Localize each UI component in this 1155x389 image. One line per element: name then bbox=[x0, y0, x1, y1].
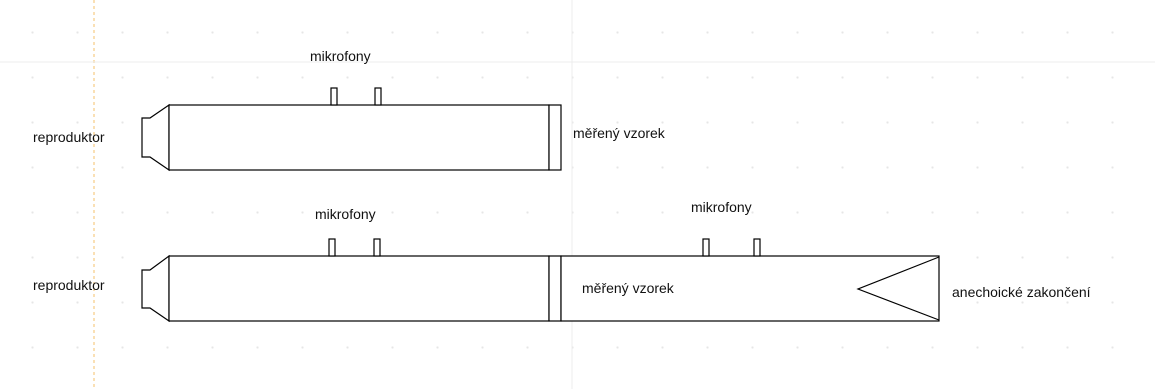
tube-1[interactable] bbox=[168, 104, 550, 171]
termination-label: anechoické zakončení bbox=[952, 284, 1091, 300]
sample-1[interactable] bbox=[548, 104, 562, 171]
microphones-label-1: mikrofony bbox=[310, 48, 371, 64]
microphone-1a[interactable] bbox=[330, 87, 338, 106]
sample-2[interactable] bbox=[548, 255, 562, 322]
speaker-2[interactable] bbox=[141, 254, 170, 323]
microphone-2b[interactable] bbox=[373, 238, 381, 257]
speaker-1[interactable] bbox=[141, 103, 170, 172]
sample-label-1: měřený vzorek bbox=[573, 125, 666, 141]
microphone-1b[interactable] bbox=[374, 87, 382, 106]
anechoic-wedge[interactable] bbox=[856, 256, 940, 321]
microphones-label-2-left: mikrofony bbox=[315, 206, 376, 222]
microphone-2a[interactable] bbox=[328, 238, 336, 257]
tube-2-downstream[interactable] bbox=[560, 255, 940, 322]
setup-1: reproduktor mikrofony měřený vzorek bbox=[33, 48, 666, 172]
speaker-label-1: reproduktor bbox=[33, 129, 105, 145]
microphone-2c[interactable] bbox=[702, 238, 710, 257]
speaker-label-2: reproduktor bbox=[33, 277, 105, 293]
sample-label-2: měřený vzorek bbox=[582, 280, 675, 296]
tube-2-upstream[interactable] bbox=[168, 255, 550, 322]
microphones-label-2-right: mikrofony bbox=[691, 199, 752, 215]
setup-2: reproduktor mikrofony mikrofony měřený v… bbox=[33, 199, 1091, 323]
microphone-2d[interactable] bbox=[753, 238, 761, 257]
